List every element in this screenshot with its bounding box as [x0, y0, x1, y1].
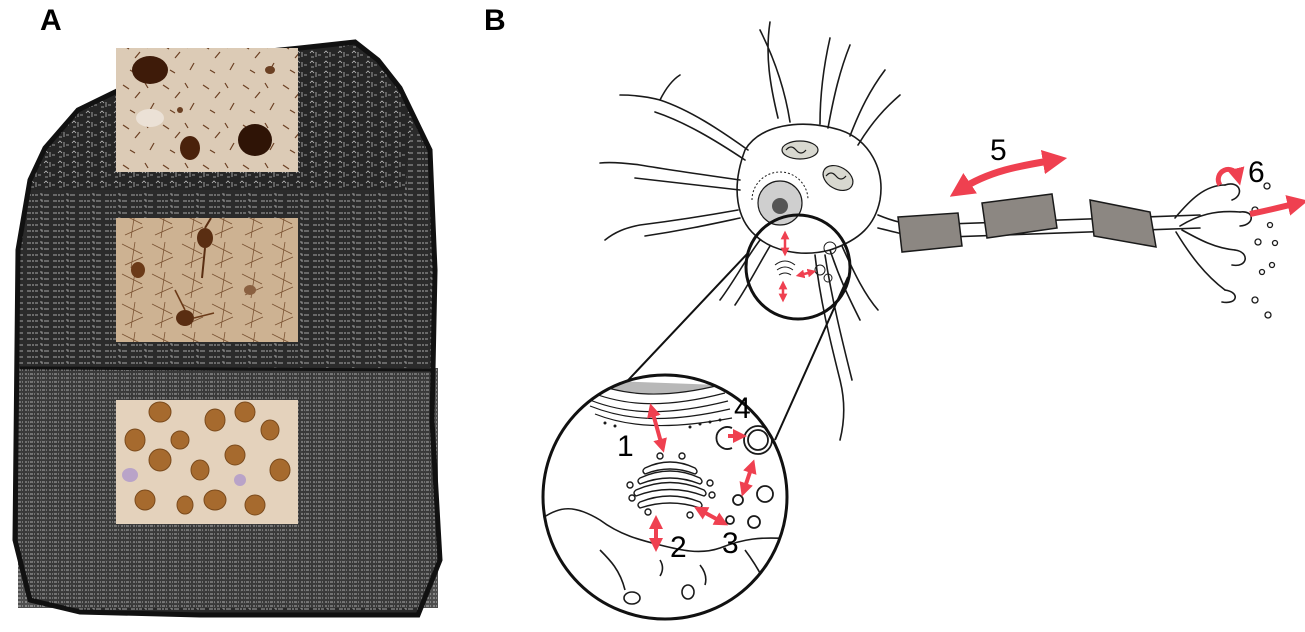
recycling-arrow: [1218, 169, 1238, 185]
zoom-line-right: [775, 277, 848, 440]
magnification-circle-small: [746, 215, 850, 319]
step-number-1: 1: [617, 430, 634, 463]
dendrite: [660, 75, 680, 100]
micrograph-bottom: [116, 400, 298, 524]
mini-arrows: [783, 235, 812, 298]
step-number-5: 5: [990, 134, 1007, 167]
step-number-4: 4: [734, 392, 751, 425]
step-number-3: 3: [722, 527, 739, 560]
dendrite: [605, 210, 740, 240]
axon-terminal: [1175, 185, 1240, 290]
step-number-2: 2: [670, 531, 687, 564]
myelin-sheaths: [898, 194, 1156, 252]
dendrite: [850, 70, 900, 145]
myelin-sheath: [1090, 200, 1156, 247]
micrograph-middle: [116, 218, 298, 342]
step-number-6: 6: [1248, 156, 1265, 189]
myelin-sheath: [898, 213, 962, 252]
released-vesicles: [1252, 183, 1278, 318]
axonal-transport-arrow: [960, 160, 1055, 190]
micrograph-top: [116, 48, 298, 172]
dendrite: [830, 246, 878, 320]
myelin-sheath: [982, 194, 1057, 238]
dendrite: [600, 163, 740, 190]
dendrite: [620, 95, 748, 160]
axon-terminal: [1222, 184, 1251, 302]
dendrite: [820, 38, 850, 128]
dendrite: [760, 22, 790, 122]
